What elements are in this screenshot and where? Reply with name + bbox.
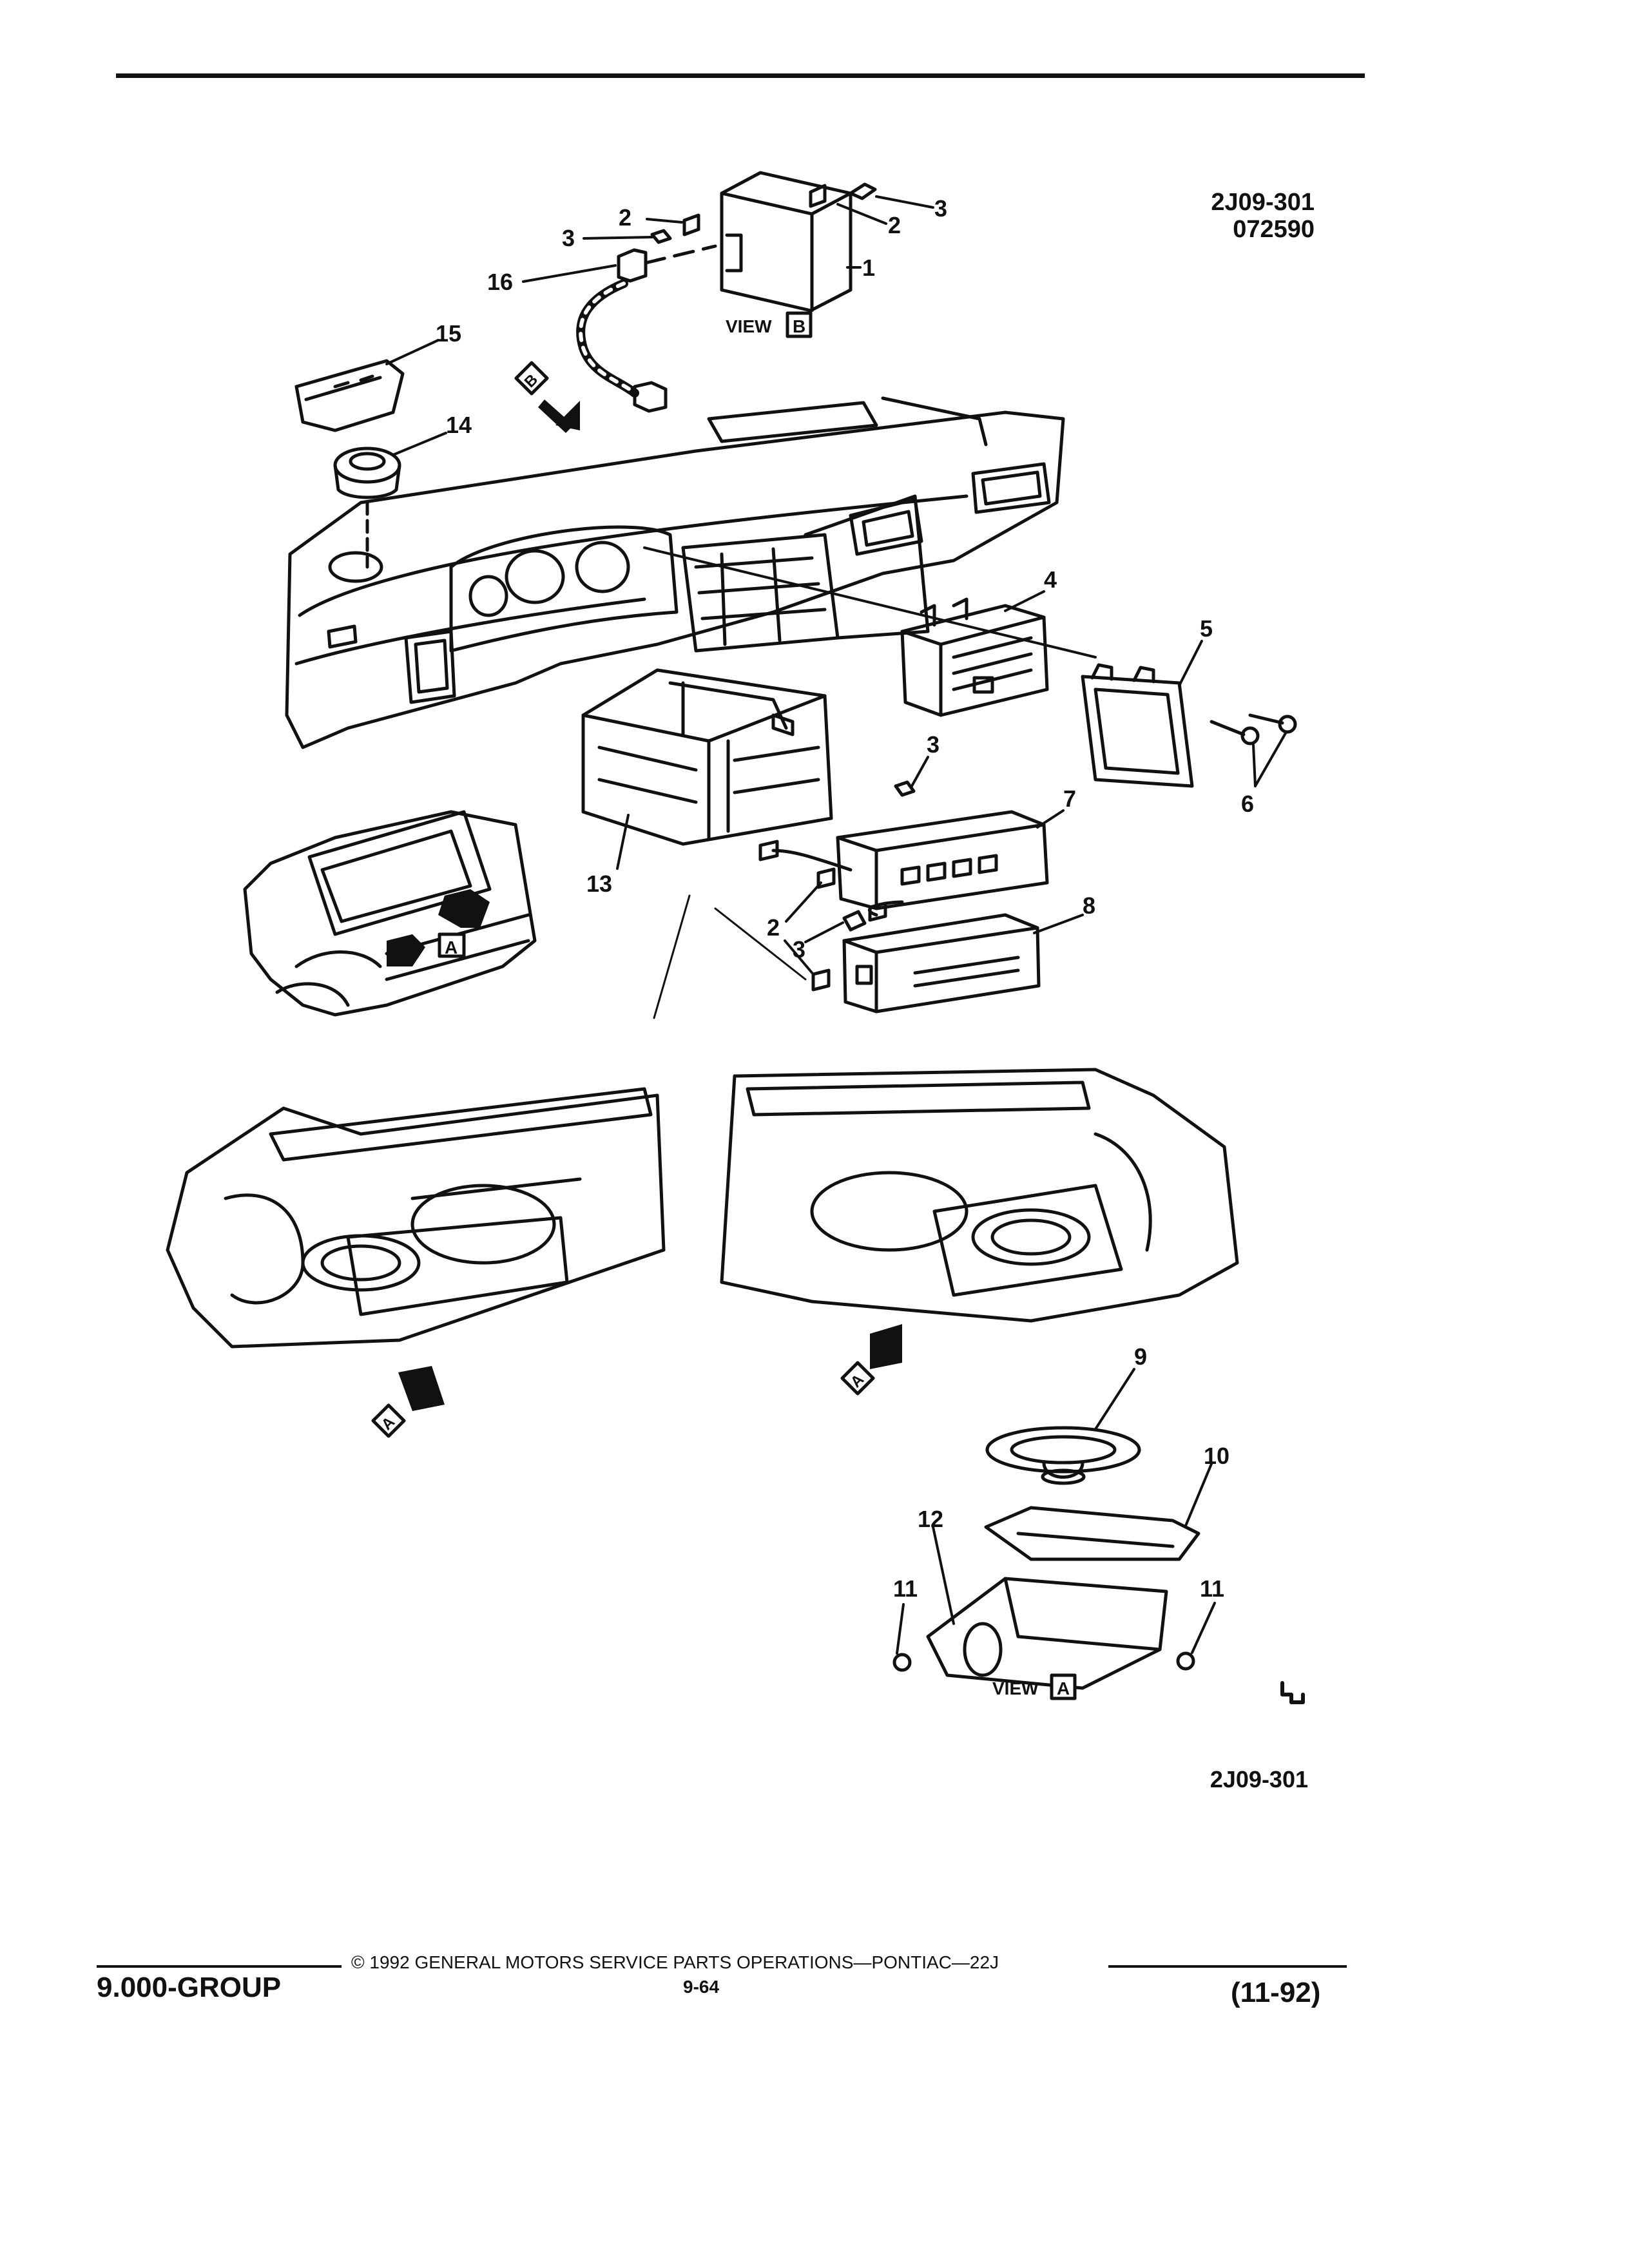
callout-13: 13 [586,870,612,897]
callout-6: 6 [1241,791,1254,817]
callout-10: 10 [1204,1443,1229,1469]
callout-2: 2 [888,212,901,238]
callout-14: 14 [446,412,472,438]
callout-7: 7 [1063,785,1076,812]
callout-12: 12 [918,1506,943,1532]
callout-15: 15 [436,320,461,347]
view-a-label: VIEW [992,1678,1039,1698]
callout-4: 4 [1044,566,1057,593]
part-5-bezel [1081,663,1297,788]
rear-car-trunk-view [243,810,537,1017]
footer-revision: (11-92) [1231,1977,1321,2008]
part-8-tape-player [842,900,1041,1014]
part-4-control-assembly [900,597,1049,717]
diagram-code: 2J09-301 [1210,1766,1308,1792]
ref-date: 072590 [1233,216,1315,243]
part-15-trim-plate [294,359,405,432]
callout-2: 2 [767,914,780,941]
callout-3: 3 [927,731,940,758]
callout-2: 2 [619,204,631,231]
callout-labels: 1 2 3 2 3 16 15 14 4 5 6 3 7 13 8 2 3 9 … [436,195,1254,1602]
part-7-radio-receiver [758,780,1049,910]
part-14-knob [333,447,401,569]
rear-package-shelf-right [720,1068,1239,1323]
footer-rule-right [1108,1965,1347,1968]
fasteners-lower [811,867,867,992]
callout-8: 8 [1083,892,1095,919]
footer-copyright: © 1992 GENERAL MOTORS SERVICE PARTS OPER… [351,1952,999,1972]
callout-5: 5 [1200,615,1213,642]
instrument-panel [285,396,1097,749]
callout-11: 11 [893,1575,918,1602]
view-label-text: VIEW B VIEW A B A A A [378,316,1070,1698]
callout-16: 16 [487,269,513,295]
callout-11: 11 [1200,1575,1224,1602]
footer-group: 9.000-GROUP [97,1972,282,2003]
callout-leaders [385,195,1287,1655]
callout-1: 1 [862,255,875,281]
callout-3: 3 [562,225,575,251]
corner-mark [1280,1681,1305,1704]
footer-rule-left [97,1965,342,1968]
top-rule [116,73,1365,78]
ref-code: 2J09-301 [1211,189,1315,216]
callout-3: 3 [934,195,947,222]
callout-3: 3 [793,936,805,963]
view-b-label: VIEW [726,316,772,336]
trunk-box-letter: A [445,937,458,957]
view-b-letter: B [793,316,805,336]
module-view-b [576,171,877,413]
speaker-view-a [892,1426,1200,1690]
view-arrows [371,311,1077,1700]
view-a-letter: A [1057,1678,1070,1698]
callout-9: 9 [1134,1343,1147,1370]
part-13-mounting-bracket [581,668,833,846]
footer-page-number: 9-64 [683,1977,720,1997]
rear-package-shelf-left [166,1087,666,1349]
